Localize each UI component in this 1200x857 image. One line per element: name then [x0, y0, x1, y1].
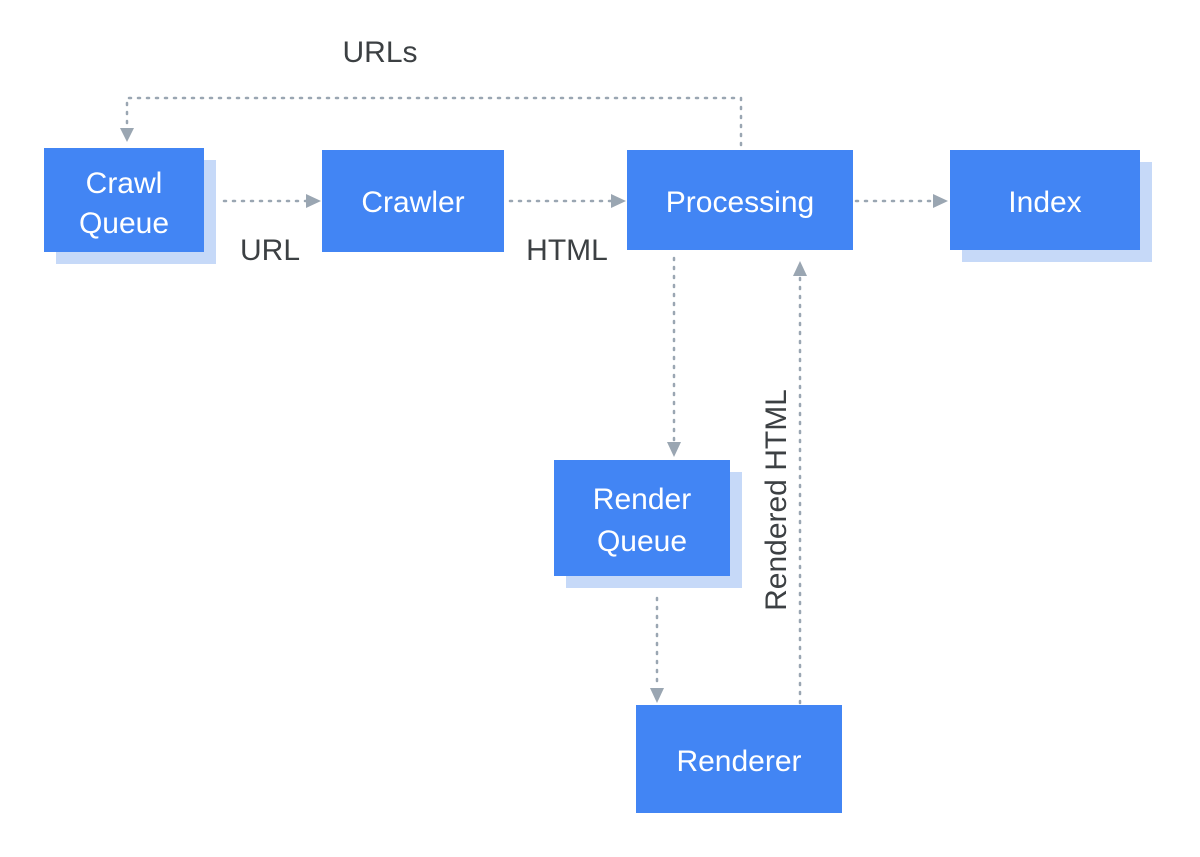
crawl-queue-box [44, 148, 204, 252]
crawler-box [322, 150, 504, 252]
arrow-head-processing-up [793, 261, 807, 276]
arrow-head-crawl-queue [120, 128, 134, 142]
crawl-queue-label-line1: Crawl [86, 167, 163, 200]
node-index: Index [950, 150, 1152, 262]
arrow-head-renderer [650, 688, 664, 703]
processing-box [627, 150, 853, 250]
edge-label-urls: URLs [342, 36, 417, 69]
processing-label: Processing [666, 186, 814, 219]
crawler-label: Crawler [361, 186, 464, 219]
edges [120, 96, 948, 705]
renderer-box [636, 705, 842, 813]
index-label: Index [1008, 186, 1081, 219]
node-crawler: Crawler [322, 150, 504, 252]
edge-label-rendered-html: Rendered HTML [760, 389, 793, 611]
node-processing: Processing [627, 150, 853, 250]
render-queue-label-line1: Render [593, 483, 691, 516]
arrow-head-processing [611, 194, 626, 208]
render-queue-label-line2: Queue [597, 525, 687, 558]
render-queue-box [554, 460, 730, 576]
edge-label-url: URL [240, 234, 300, 267]
arrow-head-index [933, 194, 948, 208]
arrow-head-crawler [306, 194, 321, 208]
node-renderer: Renderer [636, 705, 842, 813]
node-crawl-queue: Crawl Queue [44, 148, 216, 264]
arrow-head-render-queue [667, 442, 681, 457]
node-render-queue: Render Queue [554, 460, 742, 588]
index-box [950, 150, 1140, 250]
edge-label-html: HTML [526, 234, 608, 267]
crawl-queue-label-line2: Queue [79, 207, 169, 240]
edge-processing-to-crawl-queue [125, 96, 743, 147]
renderer-label: Renderer [676, 745, 801, 778]
